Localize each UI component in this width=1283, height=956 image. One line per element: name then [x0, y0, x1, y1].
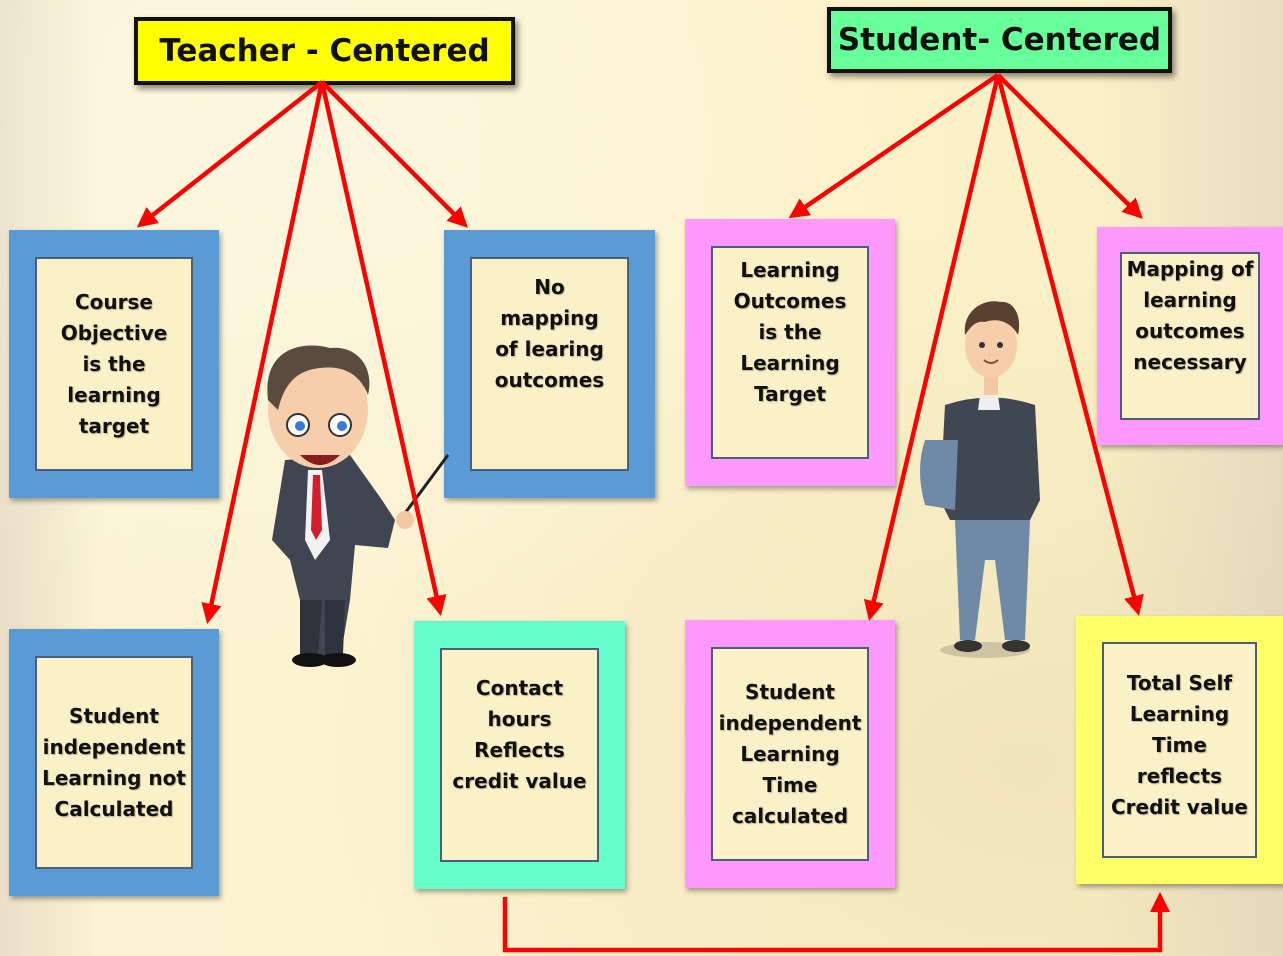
arrow-to-total-self-learning — [995, 74, 1144, 616]
student-independent-not-calculated-box: Student independent Learning not Calcula… — [9, 629, 219, 896]
arrow-to-not-calculated — [201, 81, 325, 624]
arrow-to-no-mapping — [320, 80, 468, 228]
course-objective-box: Course Objective is the learning target — [9, 230, 219, 498]
total-self-learning-label: Total Self Learning Time reflects Credit… — [1111, 670, 1248, 819]
student-independent-not-calculated-label: Student independent Learning not Calcula… — [42, 703, 186, 821]
student-independent-calculated-label: Student independent Learning Time calcul… — [718, 679, 862, 828]
student-cartoon — [920, 301, 1040, 658]
learning-outcomes-target-label: Learning Outcomes is the Learning Target — [733, 258, 847, 406]
arrow-to-independent-calculated — [863, 74, 1001, 621]
total-self-learning-box: Total Self Learning Time reflects Credit… — [1076, 616, 1283, 884]
connector-arrows — [136, 73, 1171, 953]
arrow-to-course-objective — [136, 80, 324, 228]
arrow-to-mapping-necessary — [996, 73, 1143, 219]
student-independent-calculated-box: Student independent Learning Time calcul… — [685, 620, 895, 888]
student-centered-header: Student- Centered — [827, 7, 1172, 73]
teacher-centered-title: Teacher - Centered — [159, 33, 490, 69]
teacher-cartoon — [267, 345, 450, 667]
arrow-contact-to-total — [502, 891, 1171, 953]
contact-hours-box: Contact hours Reflects credit value — [414, 621, 625, 889]
no-mapping-label: No mapping of learing outcomes — [494, 275, 605, 392]
contact-hours-label: Contact hours Reflects credit value — [452, 676, 587, 793]
no-mapping-box: No mapping of learing outcomes — [444, 230, 655, 498]
mapping-necessary-label: Mapping of learning outcomes necessary — [1126, 257, 1254, 374]
learning-outcomes-target-box: Learning Outcomes is the Learning Target — [685, 219, 895, 486]
student-centered-title: Student- Centered — [837, 22, 1162, 58]
course-objective-label: Course Objective is the learning target — [60, 289, 168, 438]
teacher-centered-header: Teacher - Centered — [134, 17, 515, 85]
arrow-to-learning-outcomes — [788, 73, 1000, 219]
arrow-to-contact-hours — [319, 81, 447, 616]
mapping-necessary-box: Mapping of learning outcomes necessary — [1097, 227, 1283, 445]
